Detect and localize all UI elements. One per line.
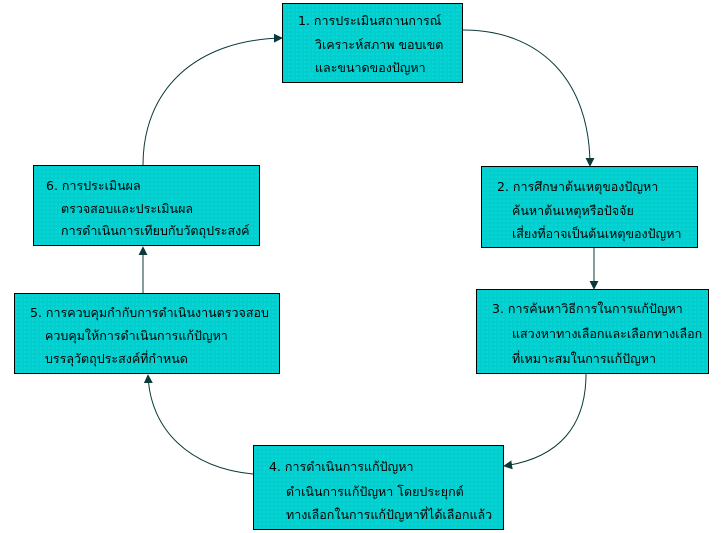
step-4-desc-line-2: ทางเลือกในการแก้ปัญหาที่ได้เลือกแล้ว (286, 507, 493, 522)
step-5-box: 5. การควบคุมกำกับการดำเนินงานตรวจสอบ ควบ… (14, 293, 280, 374)
step-5-desc-line-1: ควบคุมให้การดำเนินการแก้ปัญหา (45, 328, 228, 343)
step-3-desc-line-1: แสวงหาทางเลือกและเลือกทางเลือก (512, 326, 703, 341)
step-1-desc-line-1: วิเคราะห์สภาพ ขอบเขต (315, 37, 444, 52)
step-4-box: 4. การดำเนินการแก้ปัญหา ดำเนินการแก้ปัญห… (253, 445, 504, 530)
step-3-title: 3. การค้นหาวิธีการในการแก้ปัญหา (492, 301, 683, 316)
step-1-title: 1. การประเมินสถานการณ์ (298, 13, 442, 28)
arrow-step4-to-step5 (143, 374, 254, 475)
step-2-title: 2. การศึกษาต้นเหตุของปัญหา (497, 179, 659, 194)
step-5-desc-line-2: บรรลุวัตถุประสงค์ที่กำหนด (45, 351, 188, 366)
step-1-desc-line-2: และขนาดของปัญหา (315, 60, 426, 75)
step-2-desc-line-2: เสี่ยงที่อาจเป็นต้นเหตุของปัญหา (512, 226, 682, 241)
step-6-title: 6. การประเมินผล (46, 178, 141, 193)
step-4-desc-line-1: ดำเนินการแก้ปัญหา โดยประยุกต์ (286, 484, 464, 499)
step-2-box: 2. การศึกษาต้นเหตุของปัญหา ค้นหาต้นเหตุห… (481, 166, 698, 248)
step-3-desc-line-2: ที่เหมาะสมในการแก้ปัญหา (512, 351, 657, 366)
step-6-box: 6. การประเมินผล ตรวจสอบและประเมินผล การด… (33, 165, 260, 246)
step-6-desc-line-2: การดำเนินการเทียบกับวัตถุประสงค์ (61, 223, 250, 238)
step-6-desc-line-1: ตรวจสอบและประเมินผล (61, 201, 194, 216)
step-3-box: 3. การค้นหาวิธีการในการแก้ปัญหา แสวงหาทา… (476, 289, 709, 374)
arrow-step1-to-step2 (462, 29, 595, 167)
step-1-box: 1. การประเมินสถานการณ์ วิเคราะห์สภาพ ขอบ… (282, 3, 463, 83)
step-5-title: 5. การควบคุมกำกับการดำเนินงานตรวจสอบ (30, 305, 269, 320)
step-4-title: 4. การดำเนินการแก้ปัญหา (269, 459, 414, 474)
arrow-step3-to-step4 (503, 373, 587, 470)
step-2-desc-line-1: ค้นหาต้นเหตุหรือปัจจัย (512, 203, 634, 218)
arrow-step6-to-step1 (142, 33, 283, 166)
